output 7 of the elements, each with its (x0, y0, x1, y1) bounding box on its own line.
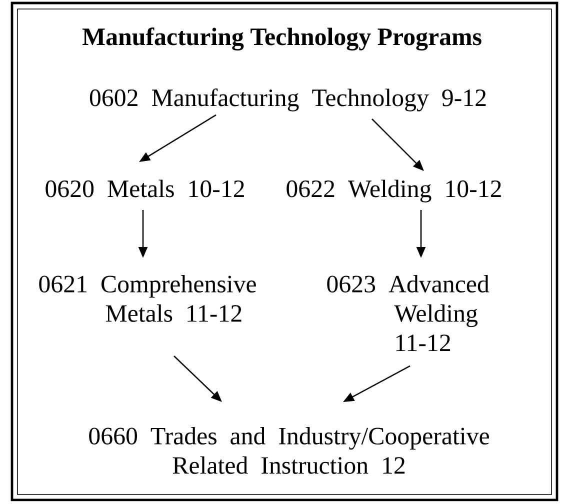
program-label: 0623 Advanced Welding 11-12 (327, 275, 490, 352)
program-label: 0660 Trades and Industry/Cooperative Related Instruction 12 (89, 426, 489, 474)
program-label: 0602 Manufacturing Technology 9-12 (90, 88, 486, 112)
program-label: 0622 Welding 10-12 (286, 180, 501, 202)
title: Manufacturing Technology Programs (82, 27, 482, 50)
program-label: 0620 Metals 10-12 (46, 180, 244, 198)
program-label: 0621 Comprehensive Metals 11-12 (39, 275, 256, 322)
